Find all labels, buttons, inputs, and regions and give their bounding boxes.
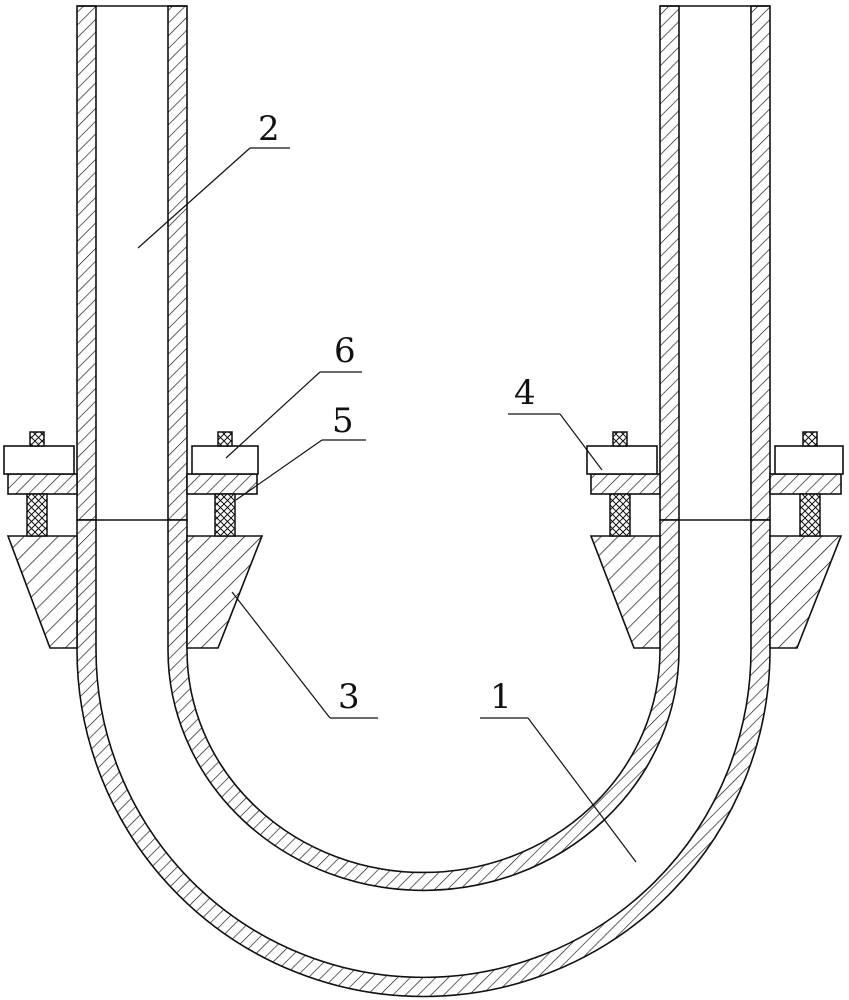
u-bend-pipe <box>76 519 771 998</box>
leader-label-5: 5 <box>235 401 366 501</box>
nut-group <box>3 445 844 475</box>
straight-pipe-left <box>76 5 188 521</box>
leader-label-3: 3 <box>231 591 378 719</box>
label-6: 6 <box>334 331 356 371</box>
flange-plate-left <box>7 473 258 495</box>
straight-pipe-right <box>659 5 771 521</box>
bolt-group <box>26 431 821 537</box>
leader-label-4: 4 <box>508 373 603 471</box>
wedge-ring-right <box>589 535 843 649</box>
label-1: 1 <box>490 677 512 717</box>
label-4: 4 <box>514 373 536 413</box>
wedge-ring-left <box>6 535 264 649</box>
label-2: 2 <box>258 109 280 149</box>
leader-label-6: 6 <box>225 331 362 459</box>
flange-plate-right <box>590 473 842 495</box>
label-3: 3 <box>338 677 360 717</box>
leader-label-1: 1 <box>480 677 637 863</box>
label-5: 5 <box>332 401 354 441</box>
leader-label-2: 2 <box>137 109 290 249</box>
